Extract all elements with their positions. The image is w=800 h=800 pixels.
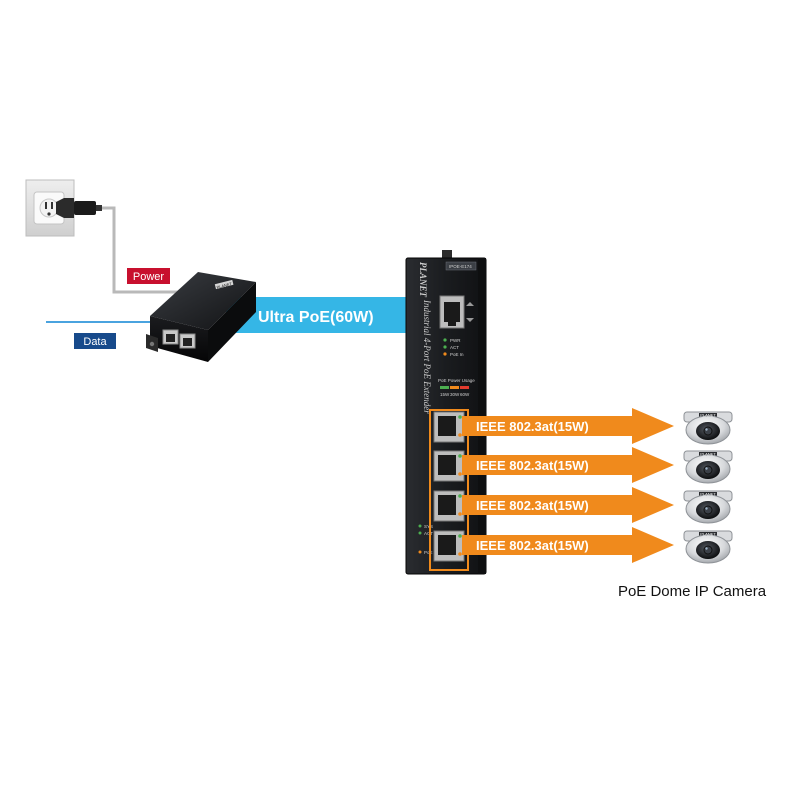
port-arrow-label: IEEE 802.3at(15W) (476, 538, 589, 553)
power-plug (56, 198, 102, 218)
port-row: IEEE 802.3at(15W) PLANET (433, 487, 733, 524)
data-label-text: Data (83, 336, 107, 348)
camera-brand: PLANET (700, 492, 716, 497)
power-usage-60w: 60W (460, 392, 470, 397)
switch-model-text: Industrial 4-Port PoE Extender (422, 299, 432, 414)
dome-camera: PLANET (683, 490, 733, 524)
camera-brand: PLANET (700, 413, 716, 418)
port-row: IEEE 802.3at(15W) PLANET (433, 527, 733, 564)
poe-out-port (433, 450, 465, 482)
switch-bottom-leds: SYS ACT PoE Out (418, 524, 442, 555)
switch-brand: PLANET (418, 262, 428, 298)
switch-model-badge: IPOE-E174 (449, 264, 472, 269)
port-row: IEEE 802.3at(15W) PLANET (433, 447, 733, 484)
led-label-poe-in: PoE In (450, 352, 464, 357)
switch-uplink-port (439, 295, 474, 329)
power-usage-15w: 15W (440, 392, 450, 397)
port-arrow (462, 447, 674, 483)
port-arrow (462, 408, 674, 444)
ultra-poe-arrow-label: Ultra PoE(60W) (258, 309, 374, 326)
led-label-pwr: PWR (450, 338, 461, 343)
injector-ports (162, 329, 196, 349)
poe-out-port (433, 411, 465, 443)
power-usage-30w: 30W (450, 392, 460, 397)
bottom-led-sys: SYS (424, 524, 433, 529)
data-label: Data (74, 333, 116, 349)
port-arrow-label: IEEE 802.3at(15W) (476, 458, 589, 473)
poe-injector: PLANET (146, 272, 256, 362)
power-label-text: Power (133, 271, 165, 283)
power-usage-label: PoE Power Usage (438, 378, 475, 383)
port-arrow (462, 487, 674, 523)
ultra-poe-arrow: Ultra PoE(60W) (226, 286, 448, 346)
port-arrow (462, 527, 674, 563)
power-usage-meter: PoE Power Usage 15W 30W 60W (438, 378, 475, 397)
injector-brand: PLANET (216, 281, 233, 290)
camera-caption: PoE Dome IP Camera (618, 583, 767, 600)
poe-out-port (433, 490, 465, 522)
led-label-act: ACT (450, 345, 459, 350)
switch-status-leds: PWR ACT PoE In (443, 338, 464, 357)
dome-camera: PLANET (683, 530, 733, 564)
camera-brand: PLANET (700, 532, 716, 537)
power-label: Power (127, 268, 170, 284)
port-arrow-label: IEEE 802.3at(15W) (476, 419, 589, 434)
bottom-led-poe-out: PoE Out (424, 550, 442, 555)
camera-brand: PLANET (700, 452, 716, 457)
port-row: IEEE 802.3at(15W) PLANET (433, 408, 733, 445)
poe-out-port (433, 530, 465, 562)
bottom-led-act: ACT (424, 531, 433, 536)
port-arrow-label: IEEE 802.3at(15W) (476, 498, 589, 513)
dome-camera: PLANET (683, 450, 733, 484)
dome-camera: PLANET (683, 411, 733, 445)
